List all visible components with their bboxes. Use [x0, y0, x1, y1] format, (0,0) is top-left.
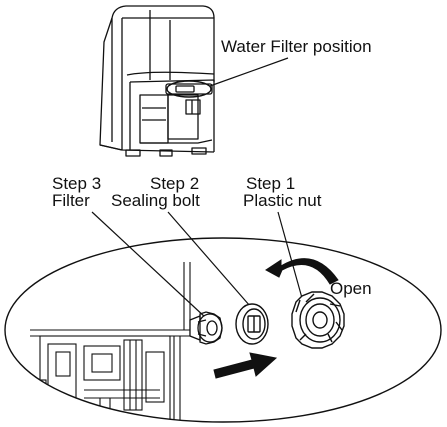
- sealing-bolt-part: [235, 303, 269, 345]
- filter-position-callout: [166, 57, 289, 98]
- filter-part: [189, 311, 223, 345]
- detail-ellipse: [4, 237, 442, 423]
- label-open: Open: [330, 279, 372, 298]
- leader-lines: [91, 211, 303, 319]
- plastic-nut-part: [291, 291, 345, 349]
- label-water-filter-position: Water Filter position: [221, 37, 372, 56]
- appliance-drawing: [99, 5, 215, 157]
- arrow-right-icon: [213, 352, 278, 379]
- label-step2-part: Sealing bolt: [111, 191, 200, 210]
- machine-interior: [30, 262, 191, 422]
- label-step1: Step 1: [246, 174, 295, 193]
- label-step1-part: Plastic nut: [243, 191, 322, 210]
- label-step3: Step 3: [52, 174, 101, 193]
- label-step2: Step 2: [150, 174, 199, 193]
- label-step3-part: Filter: [52, 191, 90, 210]
- curved-arrow-counterclockwise-icon: [265, 258, 339, 285]
